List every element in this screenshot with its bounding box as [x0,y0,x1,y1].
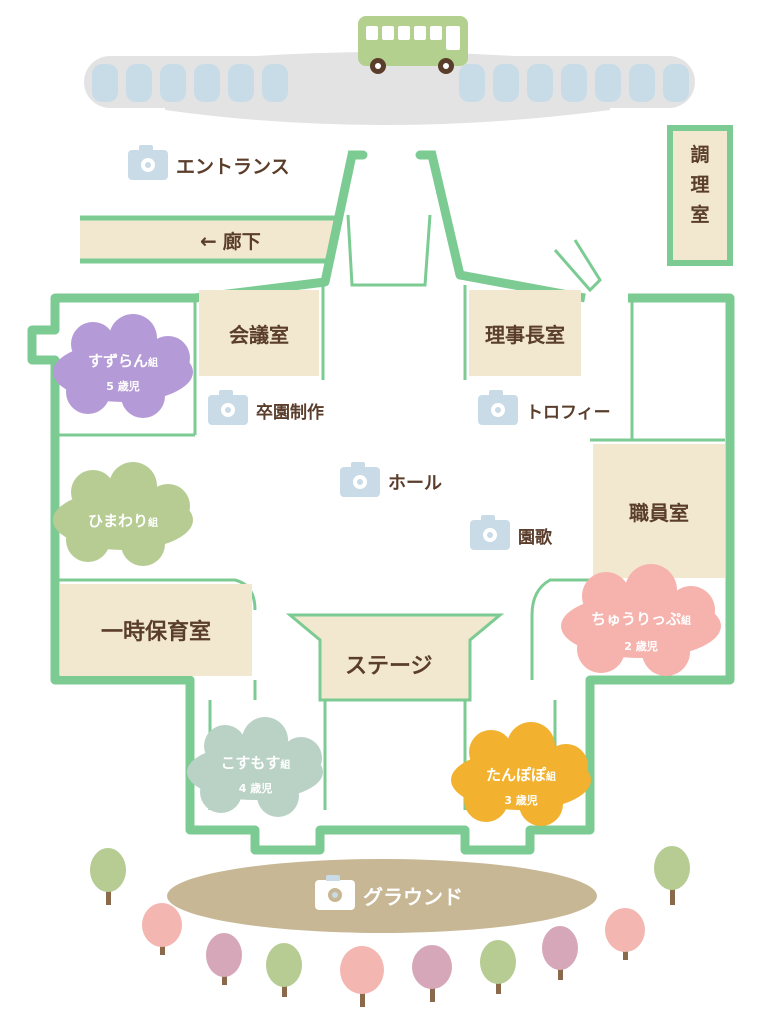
class-suzuran[interactable]: すずらん組 5 歳児 [48,314,198,419]
meeting-room-label: 会議室 [229,322,289,347]
trophy-label: トロフィー [526,402,611,423]
cloud-shape [561,564,721,676]
tree-icon [605,908,645,960]
tree-icon [654,846,690,905]
tree-icon [142,903,182,955]
tree-icon [90,848,126,905]
parking-area [84,52,695,125]
camera-icon [478,390,518,425]
meeting-room[interactable]: 会議室 [199,290,319,376]
entrance-inner [346,214,432,287]
corridor-label: 廊下 [222,231,261,253]
graduation-label: 卒園制作 [256,402,324,423]
arrow-left-icon: ← [200,228,217,253]
ground-field [167,859,597,933]
tree-icon [480,940,516,994]
class-himawari[interactable]: ひまわり組 [48,462,198,567]
temp-care-label: 一時保育室 [100,620,211,645]
class-kosumosu[interactable]: こすもす組 4 歳児 [183,716,328,818]
entrance-label: エントランス [176,155,290,178]
kitchen-room [667,125,733,266]
ground-label: グラウンド [363,884,463,909]
school-song-photo[interactable]: 園歌 [470,515,552,550]
corridor [80,215,335,264]
tree-icon [412,945,452,1002]
stage-label[interactable]: ステージ [345,654,433,679]
cloud-shape [53,462,193,566]
class-kosumosu-name: こすもす組 [220,754,291,772]
tree-icon [206,933,242,985]
entrance-photo[interactable]: エントランス [128,145,290,180]
temp-care-room[interactable]: 一時保育室 [60,584,252,676]
director-room-label: 理事長室 [485,322,565,347]
class-tanpopo-age: 3 歳児 [504,794,538,807]
kitchen-label[interactable]: 調理室 [690,144,710,226]
stage-shape [285,613,505,702]
cloud-shape [451,722,591,826]
cloud-shape [187,717,323,817]
class-tanpopo[interactable]: たんぽぽ組 3 歳児 [446,720,596,828]
trophy-photo[interactable]: トロフィー [478,390,611,425]
entrance-walls [320,150,465,287]
class-chuurippu-name: ちゅうりっぷ組 [590,610,691,628]
class-suzuran-age: 5 歳児 [106,380,140,393]
class-kosumosu-age: 4 歳児 [238,782,273,795]
cloud-shape [53,314,193,418]
camera-icon [470,515,510,550]
staff-room[interactable]: 職員室 [593,444,725,578]
camera-icon [340,462,380,497]
bus-icon [358,16,468,74]
trees [90,846,690,1007]
class-tanpopo-name: たんぽぽ組 [485,766,556,784]
hall-label: ホール [388,473,442,494]
class-chuurippu[interactable]: ちゅうりっぷ組 2 歳児 [556,564,726,679]
corridor-link[interactable]: ← 廊下 [200,227,261,254]
staff-room-label: 職員室 [629,500,689,525]
class-suzuran-name: すずらん組 [87,352,158,370]
director-room[interactable]: 理事長室 [469,290,581,376]
school-song-label: 園歌 [518,527,552,548]
class-chuurippu-age: 2 歳児 [624,640,658,653]
tree-icon [266,943,302,997]
hall-photo[interactable]: ホール [340,462,442,497]
tree-icon [340,946,384,1007]
camera-icon [315,875,355,910]
graduation-photo[interactable]: 卒園制作 [208,390,324,425]
tree-icon [542,926,578,980]
camera-icon [208,390,248,425]
class-himawari-name: ひまわり組 [87,512,158,530]
camera-icon [128,145,168,180]
ground-photo[interactable]: グラウンド [315,875,463,910]
